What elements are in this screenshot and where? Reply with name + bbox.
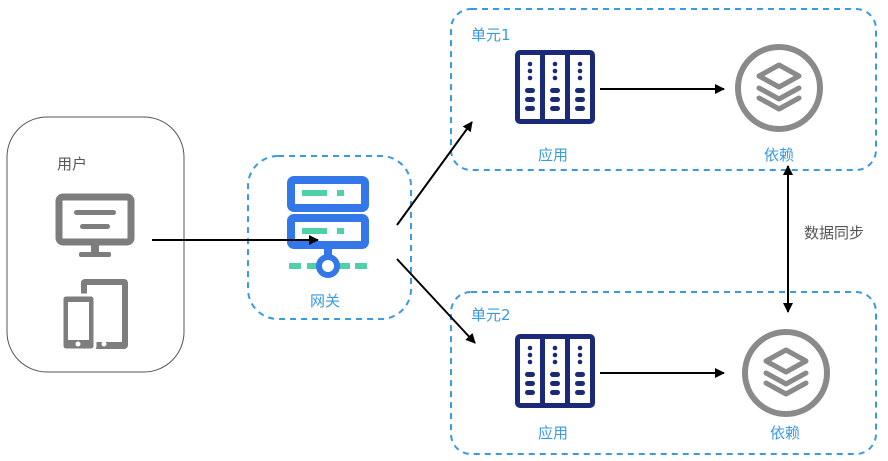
data-sync-label: 数据同步 (804, 224, 865, 242)
unit2-box (450, 291, 877, 455)
unit1-app-label: 应用 (538, 146, 569, 164)
gateway-label: 网关 (310, 292, 341, 310)
unit2-dependency-layers-icon (745, 332, 827, 414)
gateway-box (247, 155, 412, 320)
arrow-gateway-to-unit1 (396, 121, 473, 226)
unit2-dependency-label: 依赖 (770, 424, 801, 442)
unit2-app-label: 应用 (538, 424, 569, 442)
arrow-gateway-to-unit2 (396, 258, 476, 344)
unit2-app-server-icon (515, 334, 595, 408)
unit1-box (450, 8, 877, 171)
user-box (6, 116, 185, 373)
unit1-dependency-label: 依赖 (764, 146, 795, 164)
unit1-title: 单元1 (471, 26, 511, 44)
unit2-title: 单元2 (471, 306, 511, 324)
unit1-app-server-icon (515, 50, 595, 124)
unit1-dependency-layers-icon (738, 47, 820, 129)
user-label: 用户 (57, 155, 88, 173)
mobile-devices-icon (60, 279, 128, 352)
desktop-monitor-icon (55, 193, 135, 257)
user-group (6, 116, 185, 373)
gateway-server-icon (287, 176, 369, 278)
